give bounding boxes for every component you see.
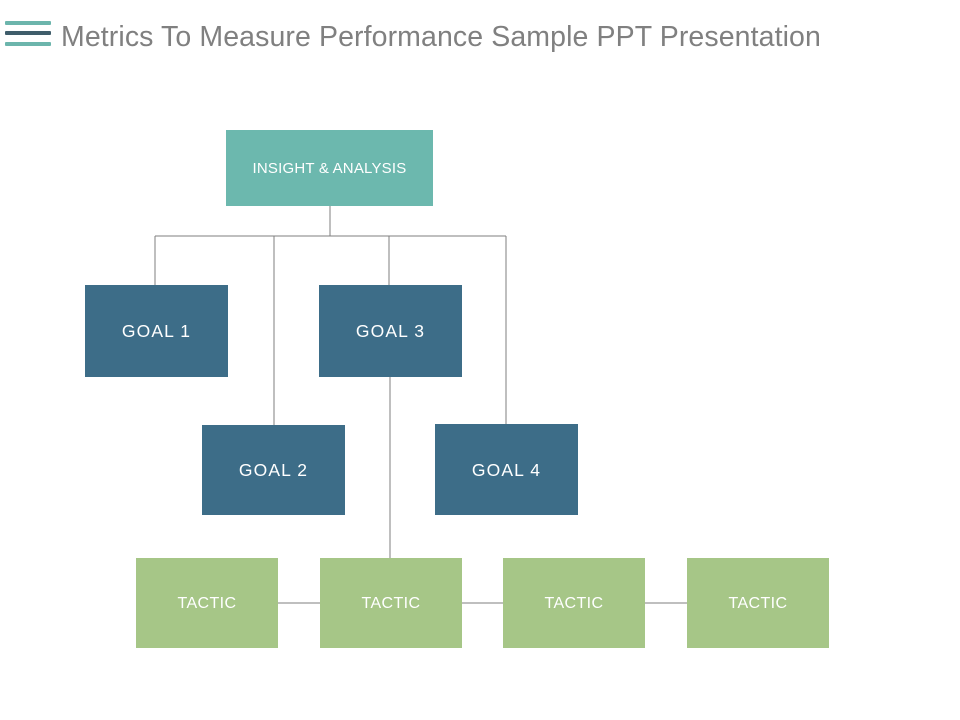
node-label-goal-3: GOAL 3: [355, 321, 426, 341]
title-bar: Metrics To Measure Performance Sample PP…: [0, 0, 960, 78]
node-tactic-4[interactable]: TACTIC: [687, 558, 829, 648]
accent-bar-top: [5, 21, 51, 25]
node-label-insight-analysis: INSIGHT & ANALYSIS: [252, 159, 407, 177]
node-label-tactic-3: TACTIC: [544, 594, 604, 612]
node-label-goal-1: GOAL 1: [121, 321, 192, 341]
node-goal-3[interactable]: GOAL 3: [319, 285, 462, 377]
node-label-tactic-4: TACTIC: [728, 594, 788, 612]
title-accent-bars-icon: [5, 21, 51, 51]
accent-bar-bottom: [5, 42, 51, 46]
node-goal-4[interactable]: GOAL 4: [435, 424, 578, 515]
node-goal-2[interactable]: GOAL 2: [202, 425, 345, 515]
node-goal-1[interactable]: GOAL 1: [85, 285, 228, 377]
node-tactic-3[interactable]: TACTIC: [503, 558, 645, 648]
node-tactic-2[interactable]: TACTIC: [320, 558, 462, 648]
page-title: Metrics To Measure Performance Sample PP…: [61, 21, 821, 53]
node-insight-analysis[interactable]: INSIGHT & ANALYSIS: [226, 130, 433, 206]
node-label-tactic-2: TACTIC: [361, 594, 421, 612]
node-label-goal-2: GOAL 2: [238, 460, 309, 480]
node-tactic-1[interactable]: TACTIC: [136, 558, 278, 648]
node-label-goal-4: GOAL 4: [471, 459, 542, 480]
accent-bar-middle: [5, 31, 51, 35]
node-label-tactic-1: TACTIC: [177, 594, 237, 612]
